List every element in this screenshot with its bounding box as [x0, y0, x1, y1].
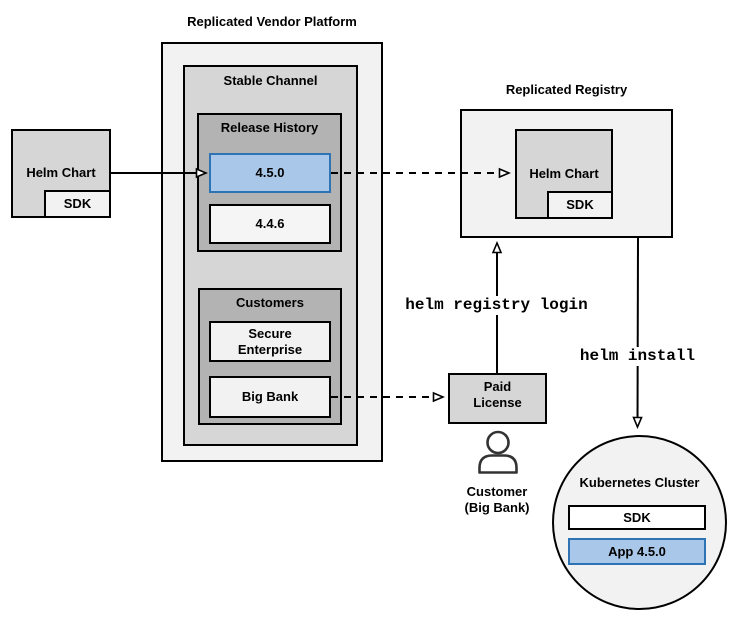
helm-install-label: helm install	[537, 347, 738, 366]
cluster-sdk-box: SDK	[568, 505, 706, 530]
paid-license-line1: Paid	[483, 379, 512, 394]
arrow-registry-to-cluster	[638, 237, 639, 427]
paid-license-label: Paid License	[448, 379, 547, 411]
registry-sdk-box: SDK	[547, 191, 613, 219]
customers-title: Customers	[236, 295, 304, 310]
kubernetes-cluster-title: Kubernetes Cluster	[579, 475, 700, 490]
paid-license-box	[448, 373, 547, 424]
vendor-platform-title: Replicated Vendor Platform	[187, 14, 357, 29]
release-version-450: 4.5.0	[209, 153, 331, 193]
stable-channel-title: Stable Channel	[223, 73, 318, 88]
registry-helm-chart-label: Helm Chart	[529, 166, 599, 181]
customer-caption: Customer (Big Bank)	[437, 484, 557, 516]
helm-registry-login-label: helm registry login	[396, 296, 597, 315]
customer-secure-enterprise: Secure Enterprise	[209, 321, 331, 362]
registry-title: Replicated Registry	[505, 82, 628, 97]
release-version-446: 4.4.6	[209, 204, 331, 244]
customer-caption-line1: Customer	[466, 484, 528, 499]
source-sdk-box: SDK	[44, 190, 111, 218]
customer-secure-enterprise-label: Secure Enterprise	[237, 325, 303, 357]
customer-caption-line2: (Big Bank)	[464, 500, 530, 515]
cluster-app-box: App 4.5.0	[568, 538, 706, 565]
source-helm-chart-label: Helm Chart	[26, 165, 96, 180]
release-history-title: Release History	[220, 120, 319, 135]
customer-big-bank: Big Bank	[209, 376, 331, 418]
paid-license-line2: License	[473, 395, 522, 410]
person-icon	[478, 430, 518, 474]
